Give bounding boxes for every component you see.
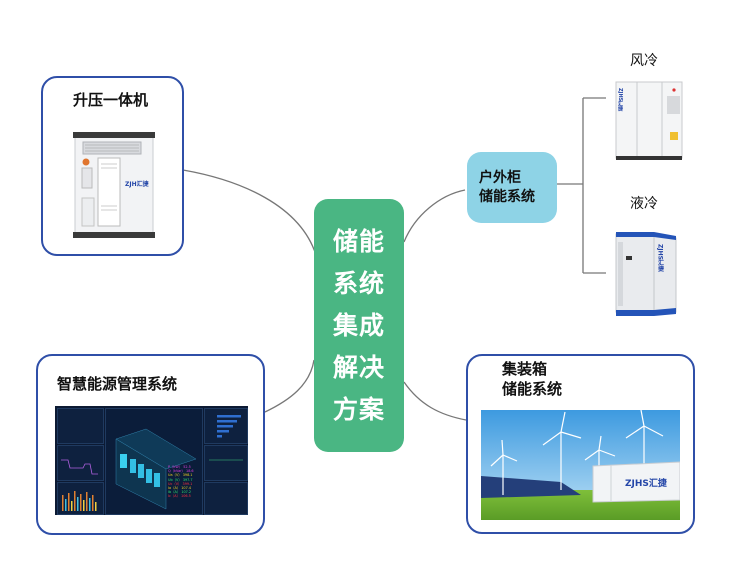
- scada-readout: P（kW） 52.5: [168, 465, 191, 469]
- boost-cabinet-image: ZJH汇捷: [73, 132, 155, 238]
- outdoor-line: 储能系统: [479, 188, 535, 205]
- center-line: 集成: [332, 310, 385, 340]
- link-ems: [264, 359, 315, 413]
- air-cooled-logo: ZJHS汇捷: [617, 88, 624, 113]
- center-line: 储能: [332, 226, 385, 256]
- center-node[interactable]: 储能 系统 集成 解决 方案: [314, 199, 404, 452]
- boost-title: 升压一体机: [73, 91, 149, 109]
- center-line: 解决: [332, 352, 385, 382]
- boost-card[interactable]: 升压一体机 ZJH汇捷: [41, 76, 184, 256]
- liquid-cooled-logo: ZJHS汇捷: [657, 244, 664, 273]
- scada-readout: Ub（V） 397.7: [168, 477, 193, 482]
- scada-readout: Ic（A） 106.5: [168, 494, 191, 499]
- scada-readout: Ia（A） 107.4: [168, 486, 191, 491]
- air-cooled-label: 风冷: [630, 53, 658, 69]
- scada-panel-curve: [57, 445, 104, 481]
- container-scene-image: ZJHS汇捷: [481, 410, 680, 520]
- scada-readout: Ua（V） 398.1: [168, 473, 193, 478]
- scada-panel-overview: [57, 408, 104, 444]
- scada-readout: Uc（V） 399.1: [168, 481, 193, 486]
- scada-panel-line: [204, 445, 248, 481]
- scada-panel-stats: [204, 482, 248, 515]
- ems-dashboard-screenshot: P（kW） 52.5 Q（kVar） 18.6 Ua（V） 398.1 Ub（V…: [55, 406, 248, 515]
- center-line: 方案: [332, 394, 385, 424]
- link-boost: [182, 169, 317, 256]
- container-logo: ZJHS汇捷: [625, 477, 668, 489]
- liquid-cooled-cabinet-image: ZJHS汇捷: [615, 232, 677, 316]
- outdoor-cabinet-node[interactable]: 户外柜 储能系统: [467, 152, 557, 223]
- center-line: 系统: [332, 268, 385, 298]
- outdoor-line: 户外柜: [479, 169, 521, 186]
- scada-panel-bars: [57, 482, 104, 515]
- liquid-cooled-label: 液冷: [630, 196, 658, 212]
- container-title-line: 储能系统: [502, 380, 563, 398]
- link-outdoor: [403, 189, 466, 243]
- scada-3d-view: P（kW） 52.5 Q（kVar） 18.6 Ua（V） 398.1 Ub（V…: [105, 408, 203, 515]
- boost-logo: ZJH汇捷: [125, 180, 150, 188]
- scada-panel-progress: [204, 408, 248, 444]
- ems-title: 智慧能源管理系统: [57, 375, 178, 393]
- scada-readout: Ib（A） 107.2: [168, 490, 192, 495]
- air-cooled-cabinet-image: ZJHS汇捷: [615, 81, 683, 160]
- scada-readout: Q（kVar） 18.6: [168, 469, 194, 474]
- link-container: [403, 381, 467, 421]
- link-outdoor-branch: [557, 97, 606, 274]
- container-title-line: 集装箱: [502, 360, 548, 378]
